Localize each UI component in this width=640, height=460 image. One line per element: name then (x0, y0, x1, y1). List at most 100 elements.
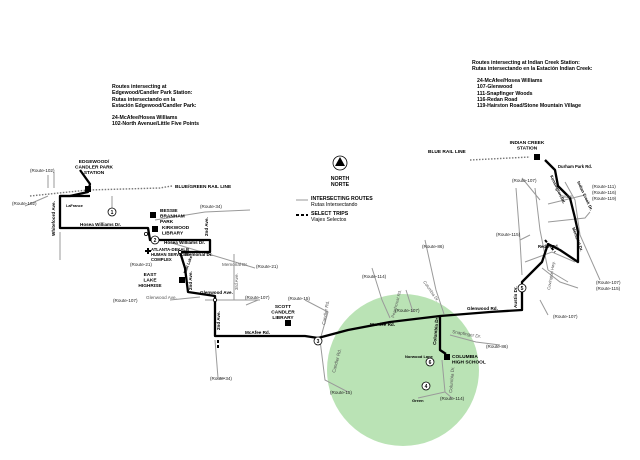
indian-creek-routes-note: Routes intersecting at Indian Creek Stat… (472, 60, 593, 110)
note-route-item: 24-McAfee/Hosea Williams (477, 77, 543, 84)
street-memorial: Memorial Dr. (185, 252, 213, 257)
marker-2: 2 (154, 238, 157, 244)
street-candler: Candler Rd. (321, 300, 330, 325)
street-2nd-ave-2: 2nd Ave. (188, 271, 193, 290)
edgewood-routes-note: Routes intersecting at Edgewood/Candler … (112, 84, 199, 127)
street-hosea-2: Hosea Williams Dr. (164, 240, 205, 245)
street-norwood: Norwood Lane (405, 354, 434, 359)
bus-stops (143, 231, 217, 302)
indian-creek-station-marker (534, 154, 540, 160)
note-route-item: 102-North Avenue/Little Five Points (112, 121, 199, 128)
marker-3: 3 (317, 339, 320, 345)
marker-4: 4 (425, 384, 428, 390)
route-label: (Route-107) (245, 295, 270, 300)
note-heading-line: Routes intersecting at (112, 84, 167, 90)
street-covington: Covington Hwy. (546, 261, 556, 290)
north-arrow-icon (332, 155, 348, 171)
route-label: (Route-107) (113, 298, 138, 303)
route-label: (Route-15) (288, 296, 310, 301)
landmark-icons (145, 212, 450, 360)
rail-lines (29, 156, 531, 197)
route-label: (Route-21) (256, 264, 278, 269)
legend-intersecting: INTERSECTING ROUTES (311, 196, 373, 202)
street-columbia: Columbia Dr. (432, 316, 439, 345)
route-label: (Route-34) (200, 204, 222, 209)
highlight-zone (327, 294, 479, 446)
street-snapfinger: Snapfinger Dr. (452, 329, 482, 339)
street-east-lake: East Lake (182, 254, 193, 274)
street-2nd-ave-3: 2nd Ave. (216, 311, 221, 330)
street-3rd-ave: 3rd Ave. (234, 273, 239, 290)
note-route-item: 24-McAfee/Hosea Williams (112, 114, 178, 121)
route-label: (Route-115) (496, 232, 521, 237)
note-route-item: 119-Hairston Road/Stone Mountain Village (477, 103, 581, 110)
street-lafrance: LaFrance (66, 204, 83, 208)
route-label: (Route-107) (596, 280, 621, 285)
note-route-item: 111-Snapfinger Woods (477, 90, 533, 97)
route-label: (Route-102) (12, 201, 37, 206)
route-label: (Route-102) (30, 168, 55, 173)
street-mcafee-2: McAfee Rd. (370, 322, 395, 327)
street-whitefoord: Whitefoord Ave. (51, 201, 56, 236)
route-label: (Route-86) (422, 244, 444, 249)
note-route-item: 107-Glenwood (477, 84, 513, 91)
legend-norte: NORTE (331, 182, 350, 188)
note-heading-line: Rutas intersectando en la Estación India… (472, 66, 593, 73)
route-label: (Route-86) (486, 344, 508, 349)
note-heading-line: Rutas intersectando en la (112, 96, 176, 103)
street-glenwood-rd: Glenwood Rd. (467, 306, 498, 311)
route-label: (Route-114) (440, 396, 465, 401)
route-label: (Route-116) (592, 190, 617, 195)
street-glenwood: Glenwood Ave. (200, 290, 233, 295)
edgewood-station-marker (85, 186, 91, 192)
street-2nd-ave: 2nd Ave. (204, 217, 209, 236)
legend-select-es: Viajes Selectos (311, 217, 347, 223)
legend-intersecting-es: Rutas Intersectando (311, 202, 358, 208)
marker-5: 5 (521, 286, 524, 292)
route-label: (Route-21) (130, 262, 152, 267)
marker-6: 6 (429, 360, 432, 366)
route-label: (Route-114) (362, 274, 387, 279)
street-green: Green (412, 398, 424, 403)
route-label: (Route-111) (592, 184, 616, 189)
secondary-roads (24, 172, 601, 399)
route-label: (Route-115) (596, 286, 621, 291)
street-columbia-2: Columbia Dr. (448, 366, 455, 393)
blue-green-rail-label: BLUE/GREEN RAIL LINE (175, 184, 232, 190)
street-redan: Redan Rd. (538, 244, 559, 249)
marker-1: 1 (111, 210, 114, 216)
legend: NORTH NORTE INTERSECTING ROUTES Rutas In… (311, 176, 373, 223)
street-memorial-2: Memorial Dr. (222, 262, 248, 267)
street-redan-2: Redan (560, 194, 573, 199)
legend-select: SELECT TRIPS (311, 211, 349, 217)
street-candler-2: Candler Rd. (331, 348, 342, 373)
street-mcafee: McAfee Rd. (245, 330, 270, 335)
street-austin: Austin Dr. (513, 286, 518, 308)
numbered-markers: 1 2 3 4 5 6 (107, 207, 527, 391)
note-heading-line: Routes intersecting at Indian Creek Stat… (472, 60, 580, 66)
street-durham: Durham Park Rd. (558, 164, 592, 169)
street-kensington: Kensington Rd. (549, 174, 567, 204)
street-hosea-1: Hosea Williams Dr. (80, 222, 121, 227)
route-label: (Route-107) (512, 178, 537, 183)
blue-rail-label: BLUE RAIL LINE (428, 149, 467, 155)
route-label: (Route-107) (395, 308, 420, 313)
route-label: (Route-119) (592, 196, 617, 201)
legend-north: NORTH (331, 176, 350, 182)
note-heading-line: Edgewood/Candler Park Station: (112, 90, 193, 97)
route-label: (Route-107) (553, 314, 578, 319)
street-glenwood-2: Glenwood Ave. (146, 295, 177, 300)
note-route-item: 116-Redan Road (477, 97, 518, 104)
route-label: (Route-15) (330, 390, 352, 395)
note-heading-line: Estación Edgewood/Candler Park: (112, 103, 197, 110)
